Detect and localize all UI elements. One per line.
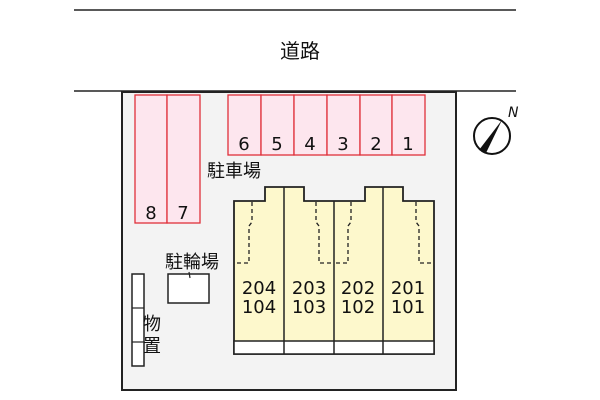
- parking-space-label: 5: [271, 134, 282, 155]
- parking-space-2: [359, 94, 393, 156]
- parking-space-8: [134, 94, 168, 224]
- parking-space-3: [326, 94, 361, 156]
- entrance-dashed-lines: [235, 202, 434, 264]
- parking-space-label: 6: [238, 134, 249, 155]
- storage-label-1: 物: [143, 314, 161, 335]
- parking-space-7: [166, 94, 201, 224]
- unit-label-lower: 103: [292, 297, 326, 318]
- storage-label-2: 置: [143, 336, 161, 357]
- parking-space-label: 8: [145, 203, 156, 224]
- bicycle-shelter: [167, 273, 210, 304]
- unit-label-lower: 104: [242, 297, 276, 318]
- parking-space-6: [227, 94, 262, 156]
- unit-label-upper: 202: [341, 278, 375, 299]
- parking-label: 駐車場: [207, 161, 261, 182]
- bicycle-parking-label: 駐輪場: [165, 252, 219, 273]
- compass-north-label: N: [508, 105, 519, 121]
- parking-space-label: 7: [177, 203, 188, 224]
- parking-space-4: [293, 94, 328, 156]
- parking-space-label: 2: [370, 134, 381, 155]
- compass: N: [473, 105, 519, 155]
- storage: 物 置: [131, 273, 161, 367]
- unit-label-upper: 201: [391, 278, 425, 299]
- parking-space-label: 1: [402, 134, 413, 155]
- bicycle-parking: 駐輪場: [165, 252, 219, 304]
- parking-space-label: 3: [337, 134, 348, 155]
- unit-label-lower: 102: [341, 297, 375, 318]
- parking-left: 8 7: [134, 94, 201, 224]
- unit-label-lower: 101: [391, 297, 425, 318]
- road-label: 道路: [280, 39, 320, 63]
- road: 道路: [74, 9, 516, 92]
- storage-shed: [131, 273, 145, 367]
- unit-label-upper: 204: [242, 278, 276, 299]
- apartment-building: 204 104 203 103 202 102 201 101: [233, 186, 435, 355]
- parking-space-1: [391, 94, 426, 156]
- unit-label-upper: 203: [292, 278, 326, 299]
- parking-top: 6 5 4 3 2 1: [227, 94, 426, 156]
- parking-space-label: 4: [304, 134, 315, 155]
- compass-needle-icon: [479, 120, 502, 153]
- leader-line: [188, 271, 191, 279]
